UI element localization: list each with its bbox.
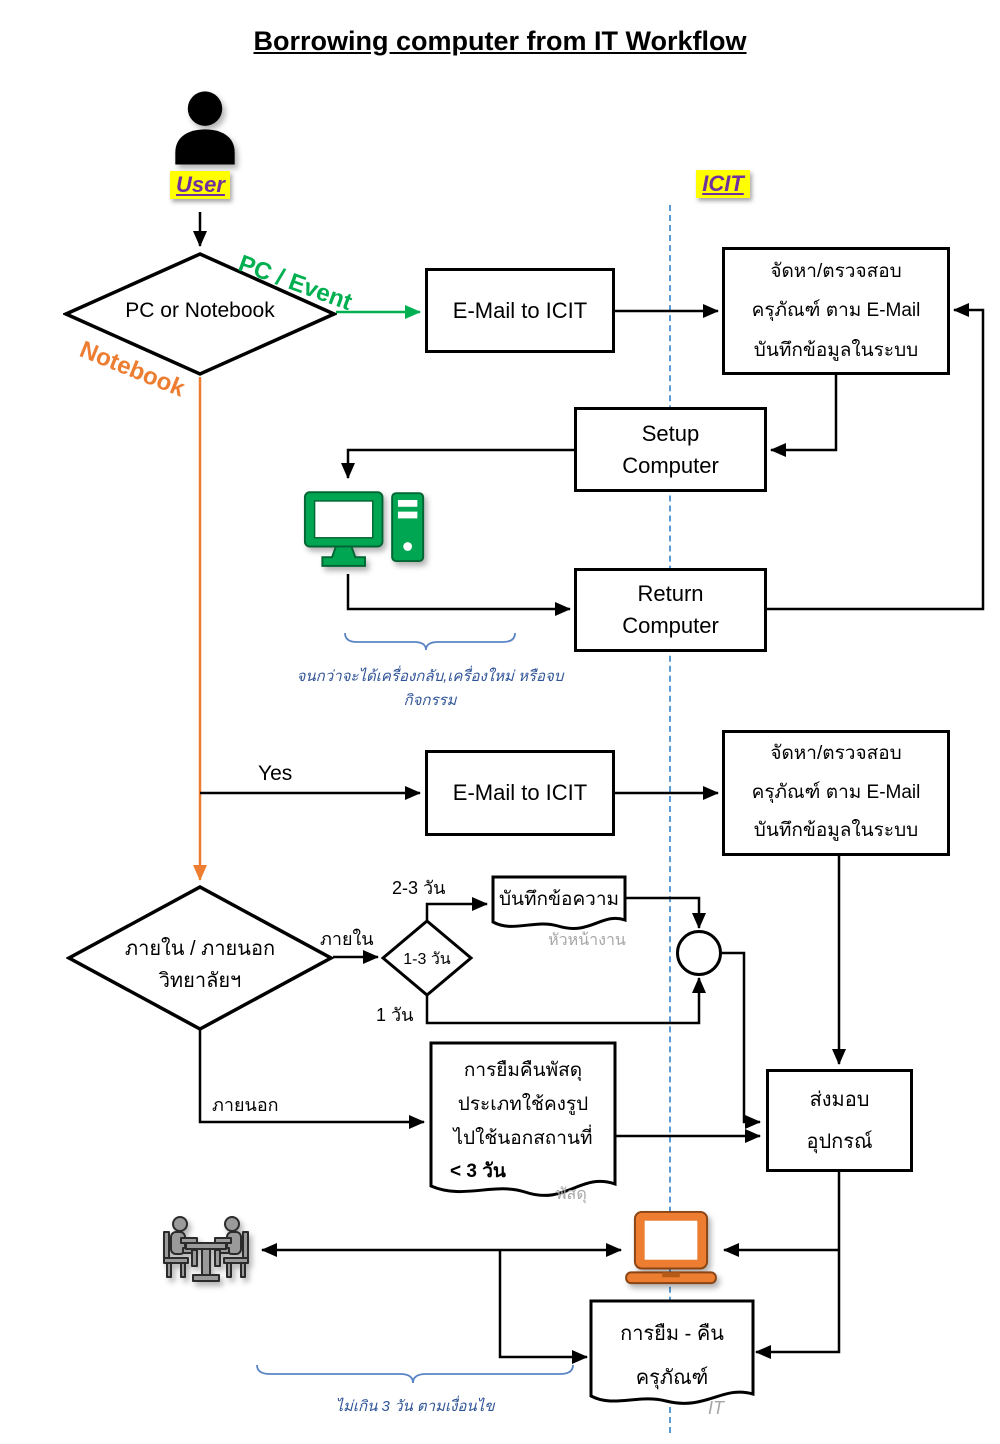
- email-to-icit-1-box: E-Mail to ICIT: [425, 268, 615, 353]
- connector-setup-to-computer: [341, 448, 574, 479]
- deliver-line1: ส่งมอบ: [809, 1088, 870, 1111]
- decision-pc-or-notebook-label: PC or Notebook: [125, 299, 275, 322]
- branch-external-label: ภายนอก: [212, 1095, 279, 1115]
- doc-external-loan-owner: พัสดุ: [556, 1186, 587, 1203]
- note-max-3-days: ไม่เกิน 3 วัน ตามเงื่อนไข: [335, 1398, 495, 1415]
- setup-computer-box: Setup Computer: [574, 407, 767, 492]
- procure-2-line1: จัดหา/ตรวจสอบ: [770, 742, 902, 764]
- max-days-brace: [256, 1364, 574, 1384]
- note-until-return: จนกว่าจะได้เครื่องกลับ,เครื่องใหม่ หรือจ…: [296, 668, 564, 709]
- page-title: Borrowing computer from IT Workflow: [253, 26, 747, 56]
- procure-1-line2: ครุภัณฑ์ ตาม E-Mail: [751, 300, 921, 322]
- doc-memo-shape: [491, 875, 627, 930]
- user-lane-label: User: [170, 171, 230, 199]
- junction-circle: [676, 930, 722, 976]
- doc-borrow-return-owner: IT: [708, 1398, 724, 1418]
- user-icon: [175, 91, 235, 165]
- loan-doc-line3: ไปใช้นอกสถานที่: [453, 1127, 593, 1149]
- meeting-icon: [163, 1216, 249, 1282]
- decision-internal-external: [66, 885, 334, 1031]
- setup-line1: Setup: [641, 420, 700, 446]
- setup-line2: Computer: [622, 452, 719, 478]
- connector-procure1-to-setup: [770, 375, 838, 457]
- borrow-doc-line2: ครุภัณฑ์: [635, 1367, 709, 1389]
- connector-to-borrowdoc-left: [498, 1250, 588, 1364]
- decision-days-label: 1-3 วัน: [403, 951, 451, 968]
- procure-check-1-box: จัดหา/ตรวจสอบ ครุภัณฑ์ ตาม E-Mail บันทึก…: [722, 247, 950, 375]
- doc-memo-label: บันทึกข้อความ: [498, 889, 620, 910]
- loop-brace: [344, 632, 516, 651]
- decision2-line1: ภายใน / ภายนอก: [124, 938, 276, 960]
- laptop-icon: [625, 1210, 717, 1285]
- branch-2-3-days-label: 2-3 วัน: [392, 878, 446, 898]
- borrow-doc-line1: การยืม - คืน: [620, 1323, 724, 1345]
- branch-yes-label: Yes: [258, 762, 293, 785]
- branch-internal-label: ภายใน: [320, 929, 374, 949]
- email-to-icit-2-label: E-Mail to ICIT: [452, 780, 588, 805]
- procure-2-line3: บันทึกข้อมูลในระบบ: [753, 820, 919, 842]
- loan-doc-line2: ประเภทใช้คงรูป: [457, 1093, 589, 1115]
- return-line2: Computer: [622, 613, 719, 638]
- procure-1-line1: จัดหา/ตรวจสอบ: [770, 260, 902, 282]
- connector-junction-to-deliver: [722, 951, 761, 1129]
- email-to-icit-2-box: E-Mail to ICIT: [425, 750, 615, 836]
- meeting-table: [185, 1242, 227, 1282]
- decision2-line2: วิทยาลัยฯ: [158, 970, 242, 992]
- return-line1: Return: [637, 581, 704, 607]
- desktop-computer-icon: [303, 491, 425, 567]
- deliver-line2: อุปกรณ์: [806, 1130, 873, 1153]
- return-computer-box: Return Computer: [574, 568, 767, 652]
- branch-1-day-label: 1 วัน: [376, 1005, 414, 1025]
- connector-computer-to-return: [346, 574, 571, 616]
- icit-lane-label: ICIT: [696, 170, 750, 198]
- email-to-icit-1-label: E-Mail to ICIT: [452, 297, 588, 323]
- doc-external-loan-shape: [429, 1041, 617, 1197]
- procure-check-2-box: จัดหา/ตรวจสอบ ครุภัณฑ์ ตาม E-Mail บันทึก…: [722, 730, 950, 856]
- deliver-equipment-box: ส่งมอบ อุปกรณ์: [766, 1069, 913, 1172]
- connector-deliver-to-borrowdoc: [755, 1172, 841, 1359]
- procure-2-line2: ครุภัณฑ์ ตาม E-Mail: [751, 781, 921, 803]
- doc-memo-owner: หัวหน้างาน: [548, 932, 626, 949]
- loan-doc-line1: การยืมคืนพัสดุ: [463, 1060, 583, 1081]
- decision-pc-or-notebook: [63, 252, 337, 376]
- procure-1-line3: บันทึกข้อมูลในระบบ: [753, 339, 919, 361]
- loan-doc-line4: < 3 วัน: [450, 1161, 506, 1183]
- doc-borrow-return-shape: [589, 1299, 755, 1405]
- connector-memo-to-junction: [624, 896, 706, 929]
- icit-lane-divider-line: [669, 205, 671, 1433]
